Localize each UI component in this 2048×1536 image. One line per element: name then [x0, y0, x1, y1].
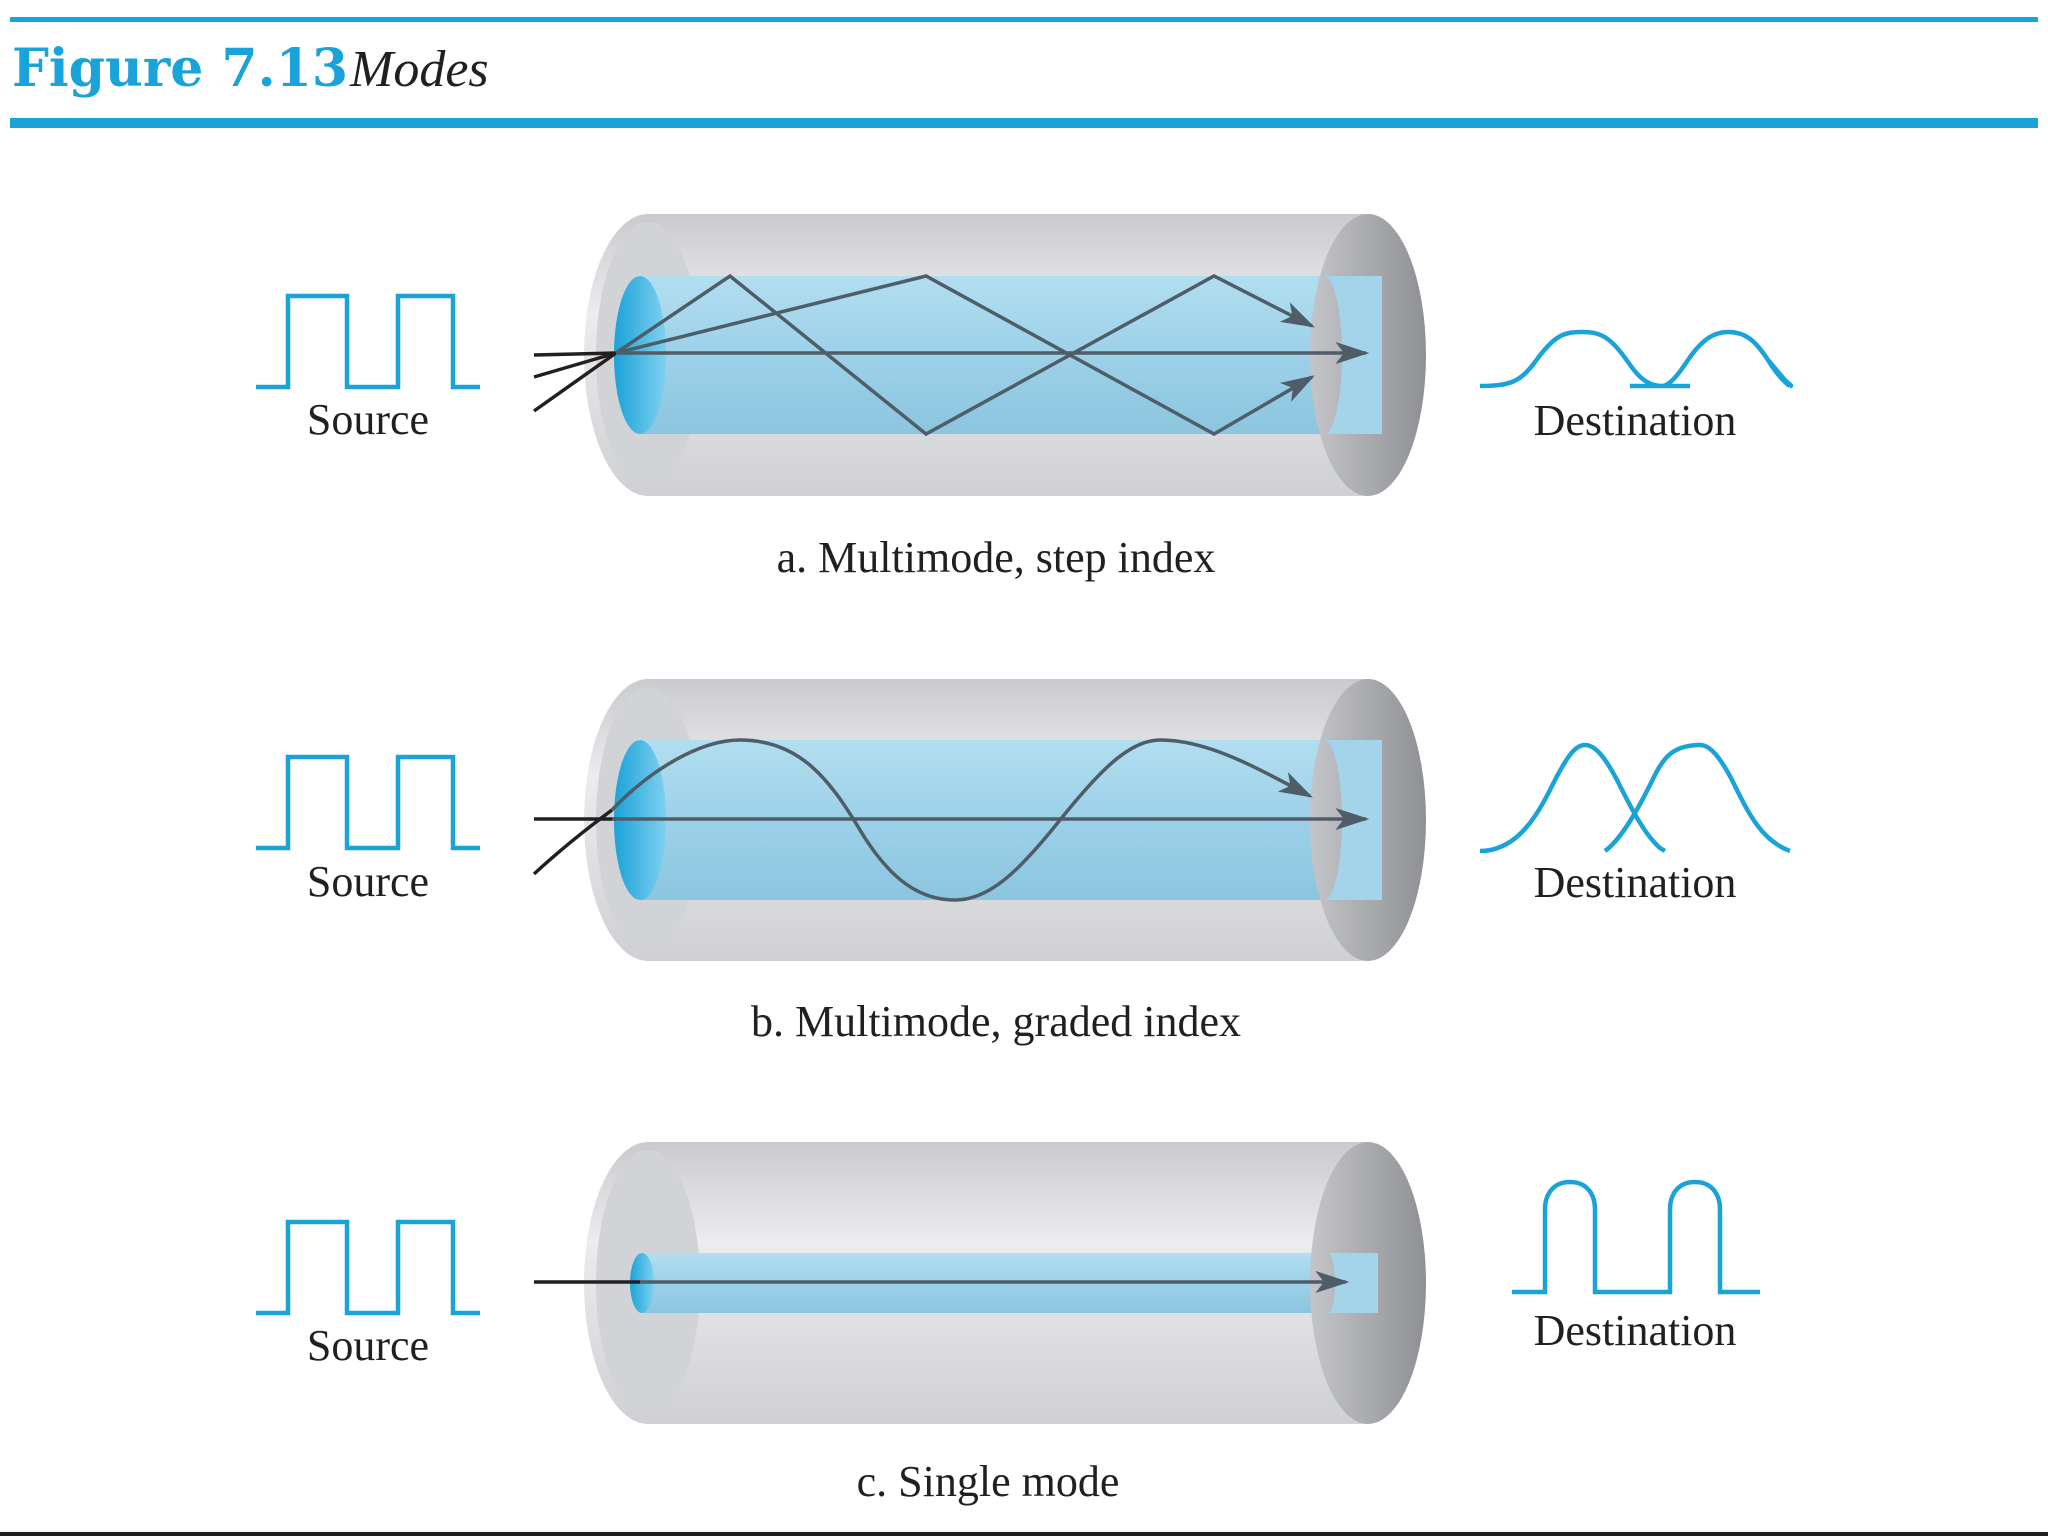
panel-single-mode: Source Destination c. Single mode	[256, 1142, 1760, 1506]
source-pulse-signal	[256, 1219, 480, 1316]
source-label: Source	[307, 1321, 429, 1370]
destination-pulse-signal	[1512, 1179, 1760, 1295]
panel-multimode-step-index: Source Destination a. Multimode, step in…	[256, 214, 1794, 582]
fiber-core	[640, 276, 1380, 434]
bottom-rule	[0, 1532, 2048, 1536]
destination-label: Destination	[1534, 1306, 1737, 1355]
destination-label: Destination	[1534, 858, 1737, 907]
destination-dispersed-signal	[1479, 742, 1791, 854]
source-label: Source	[307, 857, 429, 906]
light-rays	[615, 273, 1370, 437]
panel-caption: a. Multimode, step index	[777, 533, 1216, 582]
figure-title: Modes	[349, 41, 489, 98]
source-pulse-signal	[256, 293, 480, 390]
panel-caption: b. Multimode, graded index	[751, 997, 1241, 1046]
light-rays	[610, 738, 1370, 902]
destination-dispersed-signal	[1479, 329, 1794, 389]
header-rule-bottom	[10, 118, 2038, 128]
fiber-core-entry	[614, 276, 666, 434]
figure-label: Figure 7.13	[12, 38, 348, 99]
header-rule-top	[10, 17, 2038, 22]
source-pulse-signal	[256, 754, 480, 851]
input-rays	[532, 351, 618, 413]
source-label: Source	[307, 395, 429, 444]
input-rays	[532, 808, 616, 876]
panel-multimode-graded-index: Source Destination b. Multimode, graded …	[256, 679, 1791, 1046]
panel-caption: c. Single mode	[857, 1457, 1120, 1506]
fiber-cable	[584, 214, 1426, 496]
destination-label: Destination	[1534, 396, 1737, 445]
